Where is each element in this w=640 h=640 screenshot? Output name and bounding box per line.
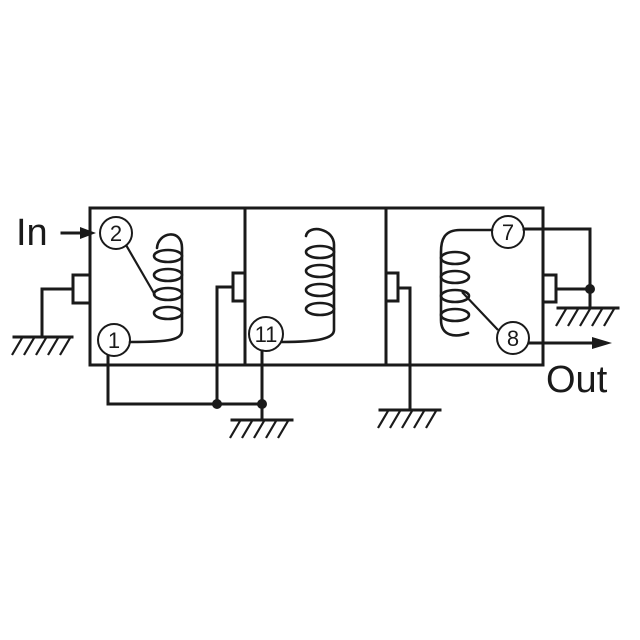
ground-symbol-left-icon <box>11 335 74 356</box>
capacitor-right-outer <box>541 273 592 304</box>
svg-text:8: 8 <box>507 326 519 351</box>
ground-symbol-middle-right-icon <box>377 408 442 429</box>
terminal-1: 1 <box>97 323 131 357</box>
ground-symbol-right-icon <box>555 306 620 327</box>
coil-middle-icon <box>280 227 336 344</box>
svg-text:11: 11 <box>255 322 278 347</box>
junction-dot-3 <box>585 284 595 294</box>
svg-text:7: 7 <box>502 220 514 245</box>
junction-dot-2 <box>257 399 267 409</box>
svg-text:1: 1 <box>108 328 120 353</box>
terminal-11: 11 <box>248 316 284 352</box>
svg-text:2: 2 <box>110 221 122 246</box>
input-arrow-icon <box>60 227 96 239</box>
junction-dot-1 <box>212 399 222 409</box>
coil-right-icon <box>439 228 499 337</box>
capacitor-left-inner <box>215 271 247 406</box>
output-arrow-icon <box>527 337 612 349</box>
terminal-2: 2 <box>99 216 133 250</box>
coil-left-icon <box>125 233 184 344</box>
terminal-7: 7 <box>491 215 525 249</box>
terminal-8: 8 <box>496 321 530 355</box>
capacitor-right-inner <box>384 271 412 412</box>
ground-symbol-middle-icon <box>229 418 294 439</box>
capacitor-left-outer <box>40 273 92 338</box>
wire-terminal7-ground <box>522 227 592 310</box>
input-label: In <box>16 212 48 254</box>
wire-terminal1-ground <box>106 354 264 406</box>
output-label: Out <box>546 359 608 401</box>
